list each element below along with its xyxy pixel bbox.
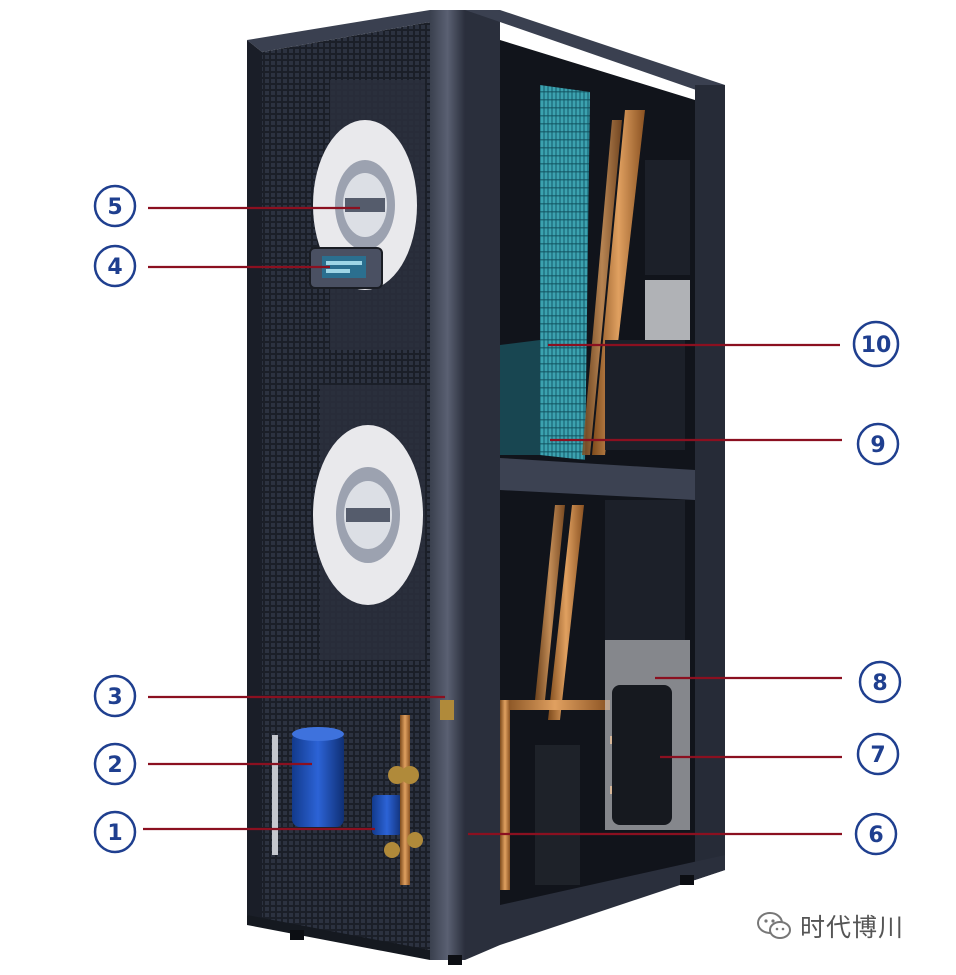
callout-8: 8 <box>872 671 887 696</box>
callout-6-badge: 6 <box>854 812 898 856</box>
callout-9-badge: 9 <box>856 422 900 466</box>
callout-10: 10 <box>861 333 892 358</box>
leader-lines <box>143 206 842 836</box>
wechat-icon <box>757 912 791 939</box>
middle-rail <box>500 458 695 500</box>
callout-4-badge: 4 <box>93 244 137 288</box>
controller-display <box>309 247 383 289</box>
condenser-block <box>605 640 690 830</box>
fan-lower <box>313 385 425 660</box>
watermark: 时代博川 <box>756 908 946 944</box>
callout-4: 4 <box>107 255 122 280</box>
callout-9: 9 <box>870 433 885 458</box>
foot <box>290 930 304 940</box>
callout-3-badge: 3 <box>93 674 137 718</box>
compressor <box>272 727 344 855</box>
callout-7: 7 <box>870 743 885 768</box>
callout-6: 6 <box>868 823 883 848</box>
callout-10-badge: 10 <box>852 320 900 368</box>
foot <box>448 955 462 965</box>
cabinet-top <box>247 10 725 100</box>
callout-1: 1 <box>107 821 122 846</box>
watermark-text: 时代博川 <box>800 913 905 942</box>
callout-5-badge: 5 <box>93 184 137 228</box>
front-left-edge <box>247 40 262 925</box>
bottom-rail <box>500 855 725 945</box>
side-pillar <box>465 10 500 960</box>
callout-1-badge: 1 <box>93 810 137 854</box>
callout-8-badge: 8 <box>858 660 902 704</box>
evaporator-coil <box>500 85 590 460</box>
base-front <box>247 915 430 960</box>
callout-5: 5 <box>107 195 122 220</box>
callout-2-badge: 2 <box>93 742 137 786</box>
callout-7-badge: 7 <box>856 732 900 776</box>
foot <box>680 875 694 885</box>
rear-pillar <box>695 85 725 880</box>
fan-upper <box>313 80 425 350</box>
front-pillar <box>430 10 465 960</box>
callout-3: 3 <box>107 685 122 710</box>
callout-2: 2 <box>107 753 122 778</box>
liquid-receiver <box>535 745 580 885</box>
valve-cluster <box>372 700 454 885</box>
air-duct <box>605 160 690 640</box>
